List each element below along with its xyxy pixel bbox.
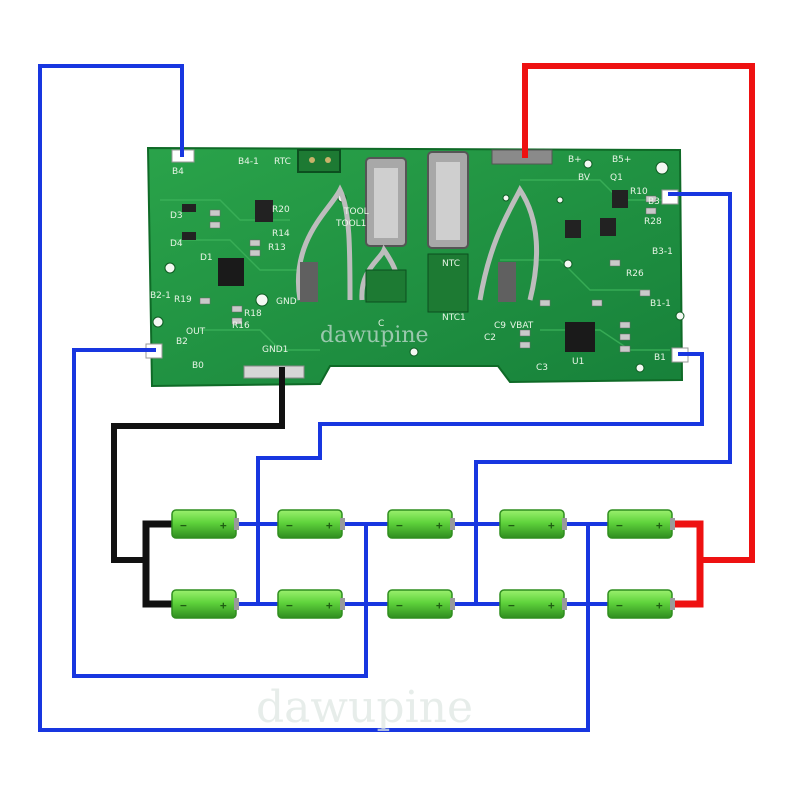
label-r20: R20	[272, 205, 290, 215]
label-r14: R14	[272, 229, 290, 239]
label-b2-1: B2-1	[150, 291, 171, 301]
label-gnd: GND	[276, 297, 297, 307]
cell-negative-sign: −	[396, 599, 403, 612]
label-b0: B0	[192, 361, 204, 371]
battery-cell-top-4: −+	[499, 509, 567, 539]
cell-positive-sign: +	[326, 599, 333, 612]
label-q1: Q1	[610, 173, 623, 183]
label-b3-1: B3-1	[652, 247, 673, 257]
cell-negative-sign: −	[286, 519, 293, 532]
label-ntc: NTC	[442, 259, 460, 269]
wire-black-gnd	[111, 367, 285, 563]
battery-cells: −+−+−+−+−+−+−+−+−+−+	[171, 509, 675, 619]
pcb-components	[145, 149, 689, 379]
label-r18: R18	[244, 309, 262, 319]
cell-negative-sign: −	[508, 599, 515, 612]
cell-positive-sign: +	[656, 599, 663, 612]
label-b5-plus: B5+	[612, 155, 631, 165]
label-b1: B1	[654, 353, 666, 363]
cell-positive-sign: +	[326, 519, 333, 532]
wire-blue-b3	[474, 192, 732, 606]
cell-negative-sign: −	[180, 519, 187, 532]
wire-blue-b1	[256, 352, 704, 606]
label-r16: R16	[232, 321, 250, 331]
battery-cell-bottom-3: −+	[387, 589, 455, 619]
pcb-traces	[160, 179, 670, 351]
battery-cell-top-2: −+	[277, 509, 345, 539]
rtc-connector	[297, 149, 341, 173]
wire-black-pack-negative	[142, 520, 176, 608]
label-b4: B4	[172, 167, 184, 177]
cell-positive-sign: +	[436, 599, 443, 612]
label-b2: B2	[176, 337, 188, 347]
wire-blue-b4	[38, 64, 590, 732]
cell-positive-sign: +	[436, 519, 443, 532]
label-b3: B3	[648, 197, 660, 207]
battery-cell-bottom-5: −+	[607, 589, 675, 619]
cell-negative-sign: −	[616, 599, 623, 612]
battery-cell-top-5: −+	[607, 509, 675, 539]
label-r19: R19	[174, 295, 192, 305]
battery-cell-bottom-4: −+	[499, 589, 567, 619]
label-ntc1: NTC1	[442, 313, 466, 323]
cell-positive-sign: +	[548, 599, 555, 612]
battery-cell-bottom-1: −+	[171, 589, 239, 619]
label-d3: D3	[170, 211, 183, 221]
label-c2: C2	[484, 333, 496, 343]
watermark-bottom: dawupine	[256, 682, 473, 733]
wire-red-b-plus	[522, 63, 755, 563]
battery-cell-top-3: −+	[387, 509, 455, 539]
label-r28: R28	[644, 217, 662, 227]
label-d1: D1	[200, 253, 213, 263]
wire-parallel-links	[256, 522, 590, 606]
cell-positive-sign: +	[548, 519, 555, 532]
battery-cell-bottom-2: −+	[277, 589, 345, 619]
cell-negative-sign: −	[180, 599, 187, 612]
label-r10: R10	[630, 187, 648, 197]
cell-negative-sign: −	[508, 519, 515, 532]
label-c3: C3	[536, 363, 548, 373]
label-b4-1: B4-1	[238, 157, 259, 167]
label-r26: R26	[626, 269, 644, 279]
label-u1: U1	[572, 357, 584, 367]
cell-positive-sign: +	[220, 519, 227, 532]
label-c9: C9	[494, 321, 506, 331]
label-b-plus: B+	[568, 155, 582, 165]
label-tool: TOOL	[343, 207, 369, 217]
label-c: C	[378, 319, 384, 329]
battery-cell-top-1: −+	[171, 509, 239, 539]
label-out: OUT	[186, 327, 206, 337]
pcb-outline	[146, 146, 684, 388]
watermark-pcb: dawupine	[320, 323, 429, 348]
label-d4: D4	[170, 239, 183, 249]
label-rtc: RTC	[274, 157, 291, 167]
pcb-board: B4 B4-1 RTC B+ B5+ BV Q1 B3 B3-1 B1-1 B1…	[145, 146, 689, 388]
wire-blue-b2	[72, 348, 368, 678]
cell-negative-sign: −	[396, 519, 403, 532]
label-gnd1: GND1	[262, 345, 288, 355]
cell-negative-sign: −	[616, 519, 623, 532]
pcb-silkscreen: B4 B4-1 RTC B+ B5+ BV Q1 B3 B3-1 B1-1 B1…	[150, 155, 673, 373]
label-bv: BV	[578, 173, 591, 183]
mounting-holes	[152, 159, 685, 373]
cell-positive-sign: +	[656, 519, 663, 532]
label-vbat: VBAT	[510, 321, 534, 331]
label-tool1: TOOL1	[335, 219, 366, 229]
wire-red-pack-positive	[674, 520, 704, 608]
terminal-blades	[295, 151, 539, 313]
pad-gnd	[243, 365, 305, 379]
wires	[38, 63, 755, 732]
cell-positive-sign: +	[220, 599, 227, 612]
label-r13: R13	[268, 243, 286, 253]
cell-negative-sign: −	[286, 599, 293, 612]
label-b1-1: B1-1	[650, 299, 671, 309]
